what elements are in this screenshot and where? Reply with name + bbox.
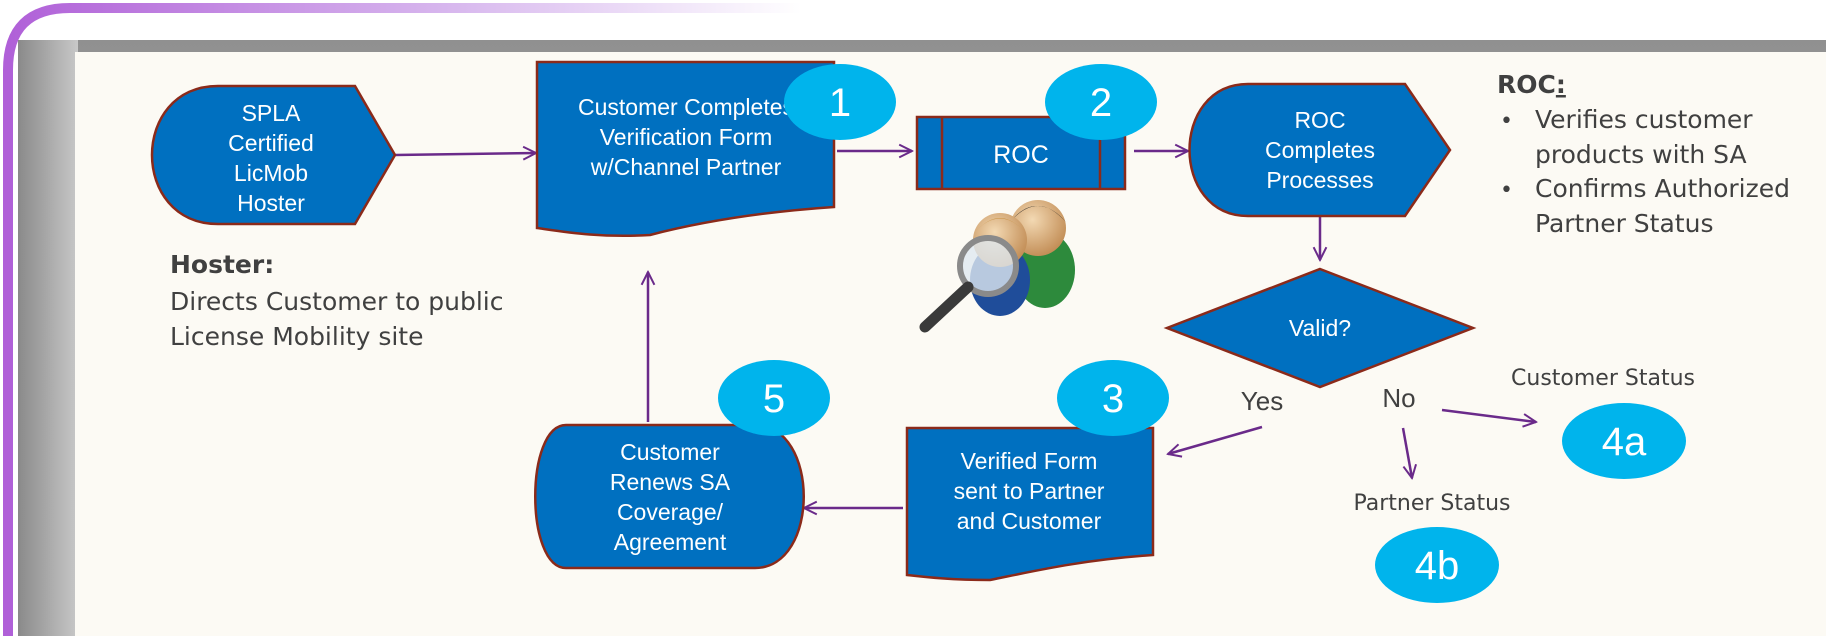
hoster-line-2: Certified <box>228 130 314 156</box>
svg-text:4b: 4b <box>1415 544 1460 588</box>
arrow-hoster-to-form <box>394 153 536 155</box>
verification-form-shape: Customer Completes Verification Form w/C… <box>535 60 836 238</box>
connector-arrows <box>394 151 1536 508</box>
completes-line-3: Processes <box>1266 167 1373 193</box>
arrow-yes <box>1168 425 1263 454</box>
renew-line-4: Agreement <box>614 529 727 555</box>
roc-bullet-1-line-2: products with SA <box>1535 140 1747 169</box>
completes-line-2: Completes <box>1265 137 1375 163</box>
renew-line-3: Coverage/ <box>617 499 724 525</box>
svg-text:2: 2 <box>1090 81 1112 125</box>
badge-4b: 4b <box>1375 527 1499 603</box>
hoster-note: Hoster: Directs Customer to public Licen… <box>170 250 503 351</box>
decision-label: Valid? <box>1289 315 1351 341</box>
svg-text:ROC:: ROC: <box>1497 70 1566 99</box>
customer-status-label: Customer Status <box>1511 366 1695 391</box>
renew-sa-shape: Customer Renews SA Coverage/ Agreement <box>534 423 805 570</box>
roc-label: ROC <box>993 141 1049 169</box>
hoster-line-4: Hoster <box>237 190 305 216</box>
svg-text:1: 1 <box>829 81 851 125</box>
verified-line-1: Verified Form <box>961 448 1098 474</box>
verified-line-3: and Customer <box>957 508 1102 534</box>
hoster-line-3: LicMob <box>234 160 308 186</box>
verified-form-shape: Verified Form sent to Partner and Custom… <box>905 426 1155 582</box>
decision-yes-label: Yes <box>1241 386 1283 416</box>
form-line-3: w/Channel Partner <box>590 154 782 180</box>
svg-text:3: 3 <box>1102 377 1124 421</box>
roc-bullet-2-dot: • <box>1500 178 1513 203</box>
roc-note: ROC: • Verifies customer products with S… <box>1497 70 1790 238</box>
form-line-2: Verification Form <box>600 124 773 150</box>
partner-status-label: Partner Status <box>1353 491 1510 516</box>
badge-2: 2 <box>1045 64 1157 140</box>
arrow-no-partner <box>1401 427 1412 478</box>
roc-bullet-2-line-1: Confirms Authorized <box>1535 174 1790 203</box>
roc-bullet-2-line-2: Partner Status <box>1535 209 1713 238</box>
completes-line-1: ROC <box>1294 107 1345 133</box>
hoster-note-title: Hoster: <box>170 250 274 279</box>
arrow-no-customer <box>1441 408 1536 422</box>
roc-bullet-1-line-1: Verifies customer <box>1535 105 1753 134</box>
badge-5: 5 <box>718 360 830 436</box>
hoster-note-line-1: Directs Customer to public <box>170 287 503 316</box>
roc-bullet-1-dot: • <box>1500 109 1513 134</box>
svg-text:5: 5 <box>763 377 785 421</box>
form-line-1: Customer Completes <box>578 94 794 120</box>
hoster-note-line-2: License Mobility site <box>170 322 423 351</box>
verified-line-2: sent to Partner <box>954 478 1105 504</box>
roc-note-title: ROC <box>1497 70 1556 99</box>
renew-line-1: Customer <box>620 439 720 465</box>
decision-no-label: No <box>1382 383 1415 413</box>
hoster-shape: SPLA Certified LicMob Hoster <box>150 84 397 226</box>
valid-decision-diamond: Valid? <box>1163 267 1477 389</box>
roc-completes-shape: ROC Completes Processes <box>1188 82 1452 218</box>
renew-line-2: Renews SA <box>610 469 731 495</box>
badge-1: 1 <box>784 64 896 140</box>
badge-3: 3 <box>1057 360 1169 436</box>
badge-4a: 4a <box>1562 403 1686 479</box>
people-search-icon <box>919 200 1075 333</box>
hoster-line-1: SPLA <box>242 100 301 126</box>
svg-text:4a: 4a <box>1602 420 1647 464</box>
roc-note-title-suffix: : <box>1556 70 1566 99</box>
